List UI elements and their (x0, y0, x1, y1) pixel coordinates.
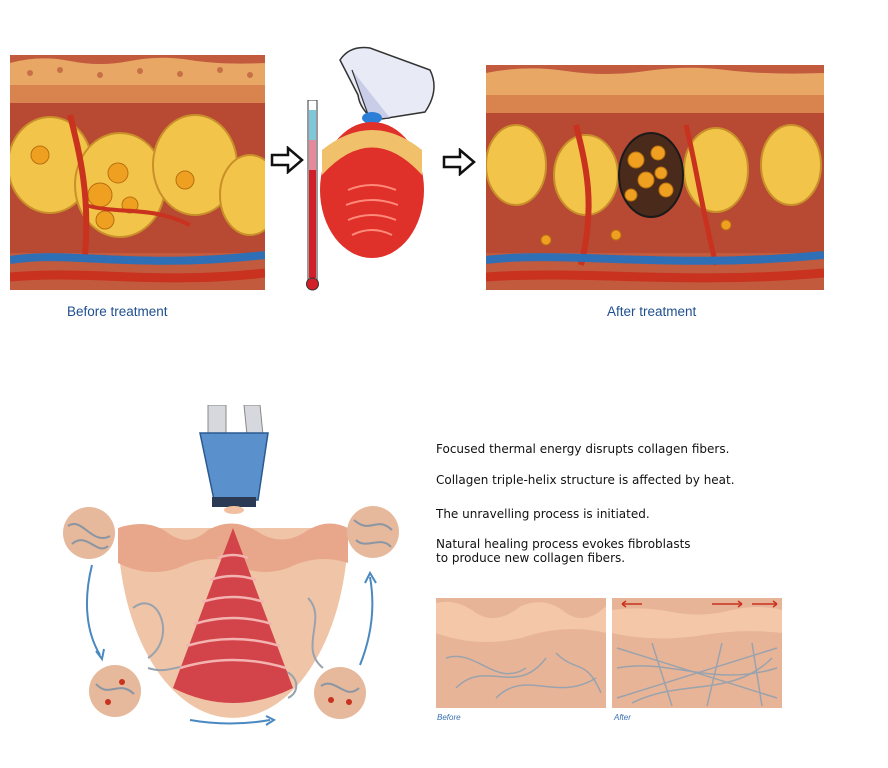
step-healing-line1: Natural healing process evokes fibroblas… (436, 537, 691, 551)
right-arrow-icon (270, 146, 304, 174)
collagen-after-label: After (614, 713, 631, 722)
before-treatment-caption: Before treatment (67, 304, 168, 319)
collagen-new-fibers-inset (313, 666, 367, 720)
after-treatment-caption: After treatment (607, 304, 697, 319)
step-unravelling: The unravelling process is initiated. (436, 507, 650, 521)
step-triple-helix: Collagen triple-helix structure is affec… (436, 473, 735, 487)
collagen-before-panel (436, 598, 606, 708)
thermometer-icon (306, 100, 320, 292)
rf-handpiece-icon (330, 40, 440, 125)
collagen-unravelling-inset (88, 664, 142, 718)
collagen-after-panel (612, 598, 782, 708)
skin-cross-section-dome (118, 518, 348, 718)
step-healing-line2: to produce new collagen fibers. (436, 551, 626, 565)
step-thermal-energy: Focused thermal energy disrupts collagen… (436, 442, 730, 456)
after-treatment-illustration (486, 65, 824, 290)
collagen-heated-inset (346, 505, 400, 559)
cycle-arrows (70, 555, 390, 735)
right-arrow-icon (442, 148, 476, 176)
hifu-transducer-icon (196, 405, 276, 515)
collagen-before-label: Before (437, 713, 461, 722)
before-treatment-illustration (10, 55, 265, 290)
heated-tissue-cross-section (318, 120, 426, 260)
collagen-intact-inset (62, 506, 116, 560)
